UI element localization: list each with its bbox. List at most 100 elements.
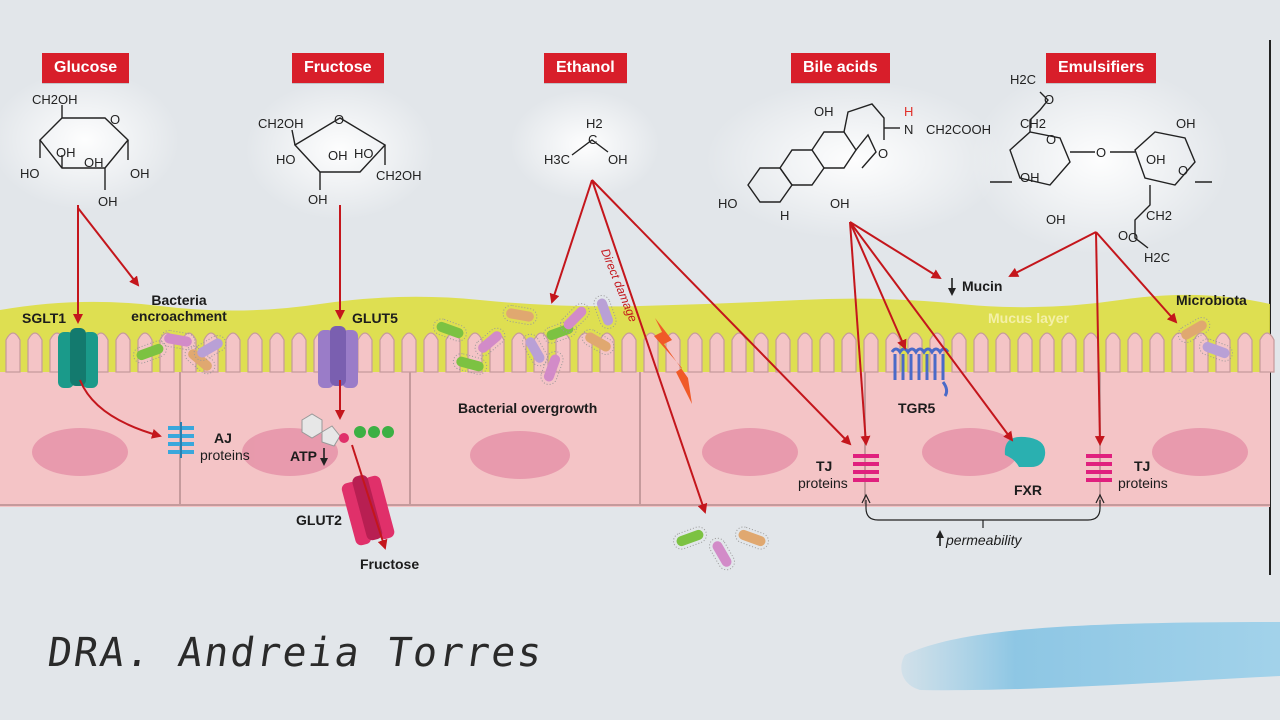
bile-acids-label: Bile acids [791,53,890,83]
emulsifiers-label: Emulsifiers [1046,53,1157,83]
bacterium [433,318,467,342]
tj-left-text: TJ [816,458,833,474]
bacterium [673,526,707,550]
glucose-label: Glucose [42,53,130,83]
microvillus [445,332,461,373]
bile-acid-glow [705,80,1005,240]
ethanol-c: C [588,132,598,147]
microvillus [379,332,395,373]
microvillus [1039,332,1055,373]
emulsifier-glow [970,65,1230,255]
bacterium [581,329,615,355]
sglt1-transporter [58,328,98,388]
aj-proteins [168,422,194,458]
mucus-layer-text: Mucus layer [988,310,1069,326]
glucose-glow [0,70,180,210]
bacterium [709,537,735,571]
fructose-oh1: OH [328,148,348,163]
microvillus [247,332,263,373]
bacteria-encroachment-text: Bacteria encroachment [131,292,227,324]
emul-o4: O [1178,163,1189,178]
nuclei [32,428,1248,479]
fructose-glow [245,80,435,220]
microvillus [731,332,747,373]
bile-oh2: OH [830,196,850,211]
fructose-ch2oh2: CH2OH [376,168,422,183]
fxr-receptor [1004,436,1046,467]
emul-o1: O [1044,92,1055,107]
glut5-text: GLUT5 [352,310,398,326]
ethanol-h3c: H3C [544,152,571,167]
glucose-oh3: OH [98,194,118,209]
microvillus [269,332,285,373]
microvillus [225,332,241,373]
tgr5-receptor [890,347,950,397]
microvillus [1083,332,1099,373]
microvillus [819,332,835,373]
tj-right-proteins-text: proteins [1118,475,1168,491]
microvillus [423,332,439,373]
ethanol-label: Ethanol [544,53,627,83]
microvillus [1259,332,1275,373]
bile-ch2cooh: CH2COOH [926,122,992,137]
fructose-o: O [334,112,345,127]
bacterium [735,526,769,550]
fructose-ho1: HO [276,152,296,167]
ethanol-h2: H2 [586,116,603,131]
microvillus [1193,332,1209,373]
emul-h2c1: H2C [1010,72,1037,87]
glucose-oh4: OH [130,166,150,181]
mucin-text: Mucin [962,278,1003,294]
bacterium [1199,338,1233,362]
bacterial-overgrowth-text: Bacterial overgrowth [458,400,598,416]
aj-proteins-text: proteins [200,447,250,463]
emul-o3: O [1096,145,1107,160]
fructose-ch2oh1: CH2OH [258,116,304,131]
emul-o2: O [1046,132,1057,147]
glut2-transporter [341,475,395,546]
glucose-structure [39,105,129,190]
emul-o5: O [1118,228,1129,243]
microvillus [1105,332,1121,373]
microvillus [775,332,791,373]
arrows [73,179,1178,550]
bacterium [540,351,564,385]
bacterium [560,303,590,333]
microvilli [5,332,1275,373]
fructose-out-text: Fructose [360,556,420,572]
fructose-label: Fructose [292,53,384,83]
microvillus [797,332,813,373]
microvillus [115,332,131,373]
aj-text: AJ [214,430,232,446]
microvillus [5,332,21,373]
microvillus [401,332,417,373]
glucose-ch2oh: CH2OH [32,92,78,107]
bile-h: H [780,208,790,223]
microvillus [357,332,373,373]
bile-o: O [878,146,889,161]
fxr-text: FXR [1014,482,1042,498]
tj-proteins-right [1086,454,1112,482]
glut5-transporter [318,326,358,388]
ethanol-structure [571,139,609,156]
signature: DRA. Andreia Torres [44,630,547,676]
lightning-icon [654,318,692,404]
microvillus [511,332,527,373]
microvillus [1149,332,1165,373]
fructose-oh2: OH [308,192,328,207]
bile-oh1: OH [814,104,834,119]
microvillus [951,332,967,373]
fructose-ho2: HO [354,146,374,161]
emul-oh2: OH [1046,212,1066,227]
emul-oh3: OH [1176,116,1196,131]
emul-oh1: OH [1020,170,1040,185]
microvillus [995,332,1011,373]
microvillus [973,332,989,373]
emul-ch2-1: CH2 [1020,116,1047,131]
bile-nh-h: H [904,104,914,119]
microvillus [621,332,637,373]
microvillus [687,332,703,373]
emulsifier-structure [990,91,1212,249]
emul-o6: O [1128,230,1139,245]
epithelial-layer [0,372,1270,507]
